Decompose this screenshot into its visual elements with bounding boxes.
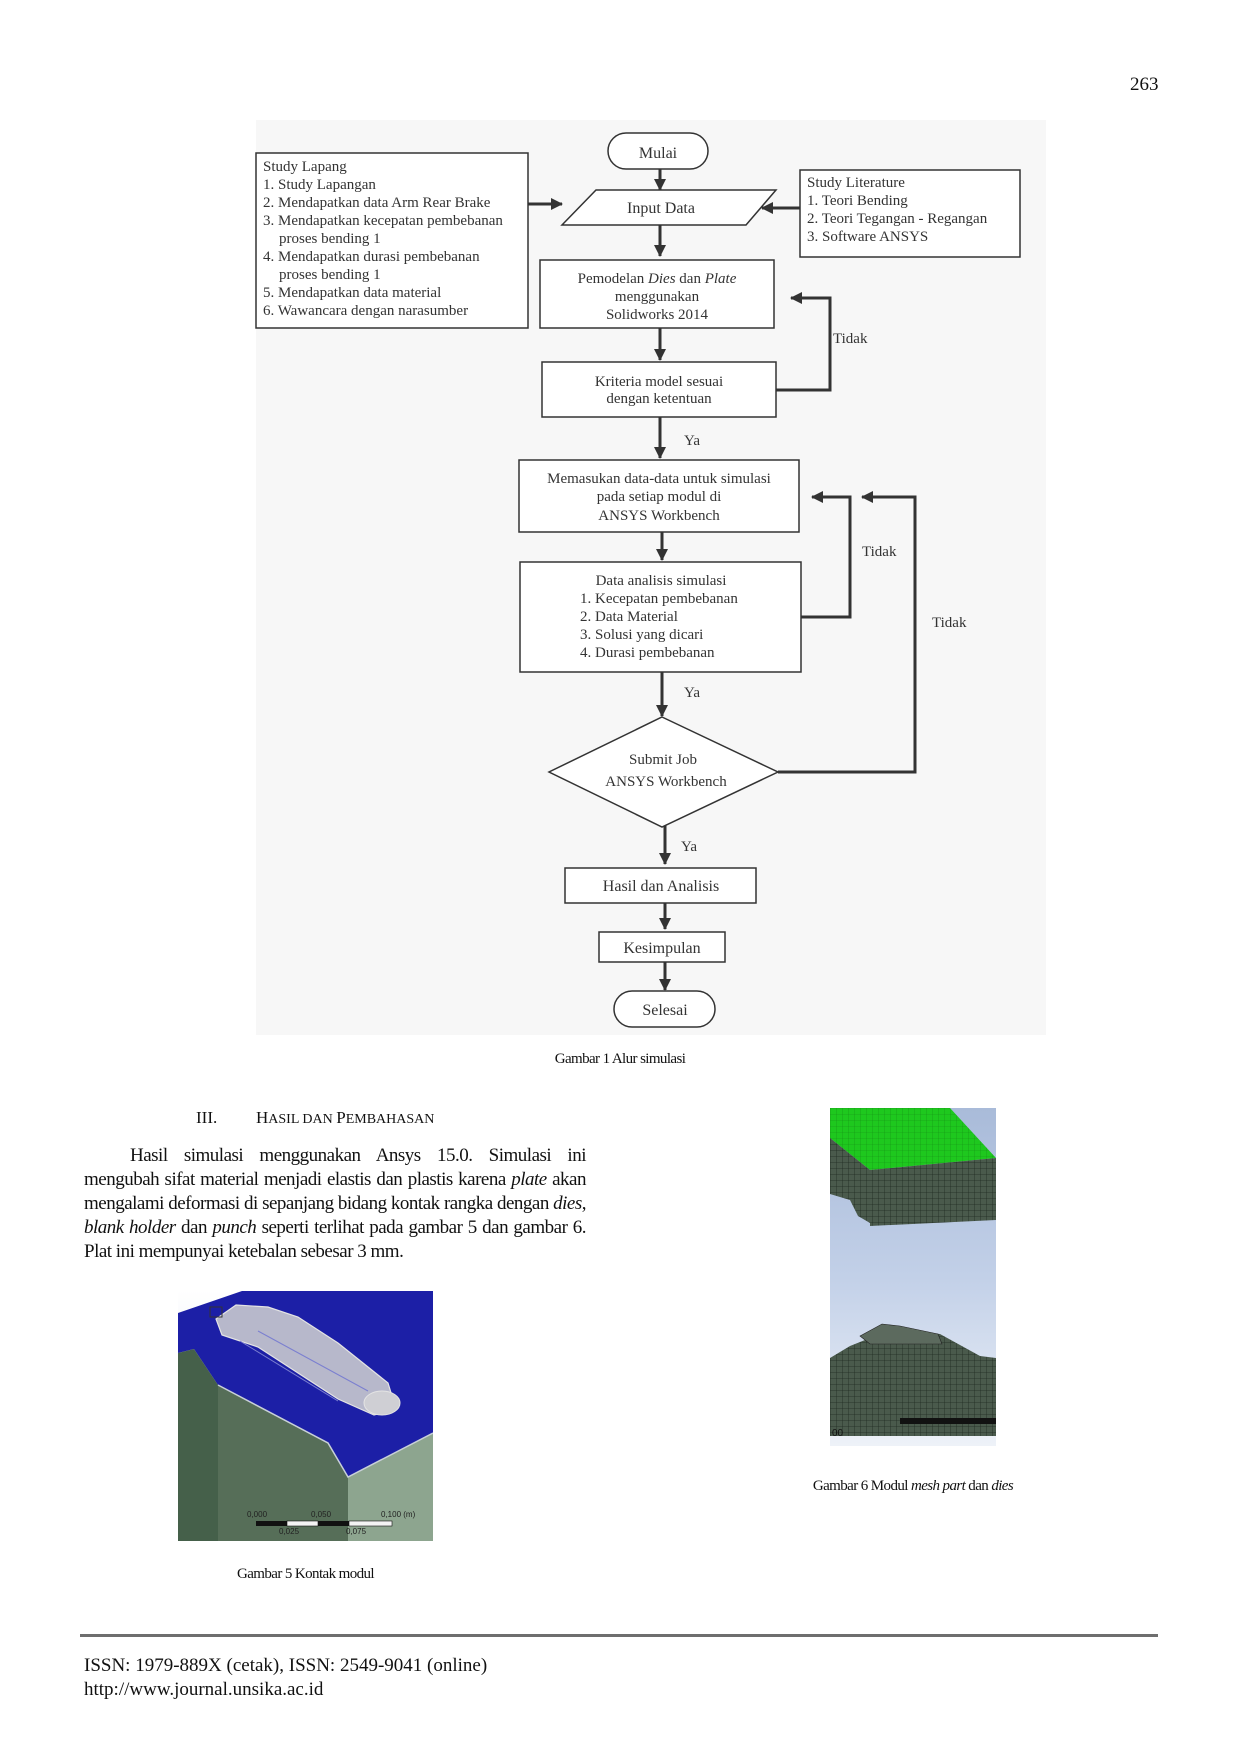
scale-bar-segment	[256, 1521, 287, 1526]
page-number: 263	[1130, 74, 1159, 95]
input-data-parallelogram	[560, 189, 778, 226]
analysis-text: Data analisis simulasi 1. Kecepatan pemb…	[580, 573, 738, 661]
scale-label: 0,050	[311, 1510, 332, 1519]
flowchart-figure: Mulai Input Data Study Lapang 1. Study L…	[255, 132, 1021, 1028]
scale-label: 0,000	[247, 1510, 268, 1519]
svg-text:Kriteria model sesuai: Kriteria model sesuai	[595, 374, 723, 390]
no-label: Tidak	[932, 615, 967, 631]
analysis-title: Data analisis simulasi	[596, 573, 727, 589]
results-label: Hasil dan Analisis	[603, 878, 719, 895]
scale-label: 0,100 (m)	[381, 1510, 416, 1519]
svg-text:ANSYS Workbench: ANSYS Workbench	[598, 508, 720, 524]
conclusion-box	[598, 931, 726, 963]
modeling-box	[539, 259, 775, 329]
study-lapang-title: Study Lapang	[263, 159, 347, 175]
svg-text:Memasukan data-data untuk simu: Memasukan data-data untuk simulasi	[547, 471, 771, 487]
start-terminal	[607, 132, 709, 170]
study-literature-box	[799, 169, 1021, 258]
scale-label: 0,025	[279, 1527, 300, 1536]
flowchart-connectors	[528, 169, 917, 991]
figure-6-mesh-image: 00	[830, 1108, 996, 1446]
study-lapang-item: 3. Mendapatkan kecepatan pembebanan	[263, 213, 503, 229]
conclusion-label: Kesimpulan	[623, 940, 700, 957]
analysis-item: 4. Durasi pembebanan	[580, 645, 715, 661]
input-simulation-box	[518, 459, 800, 533]
study-lapang-item: 4. Mendapatkan durasi pembebanan	[263, 249, 480, 265]
submit-job-text: Submit Job ANSYS Workbench	[605, 752, 727, 790]
study-literature-item: 1. Teori Bending	[807, 193, 908, 209]
figure-5-caption: Gambar 5 Kontak modul	[237, 1566, 375, 1582]
analysis-item: 1. Kecepatan pembebanan	[580, 591, 738, 607]
axis-label: 00	[832, 1428, 844, 1439]
results-box	[564, 867, 757, 904]
svg-text:pada setiap modul di: pada setiap modul di	[597, 489, 722, 505]
analysis-box	[519, 561, 802, 673]
scale-bar-segment	[286, 1520, 319, 1527]
analysis-item: 2. Data Material	[580, 609, 678, 625]
input-simulation-text: Memasukan data-data untuk simulasi pada …	[547, 471, 771, 524]
study-literature-item: 2. Teori Tegangan - Regangan	[807, 211, 988, 227]
footer-issn: ISSN: 1979-889X (cetak), ISSN: 2549-9041…	[84, 1655, 488, 1676]
input-data-label: Input Data	[627, 200, 695, 217]
branch-labels: Ya Ya Ya Tidak Tidak Tidak	[681, 331, 967, 855]
svg-text:dengan ketentuan: dengan ketentuan	[606, 391, 712, 407]
study-lapang-item: proses bending 1	[279, 231, 381, 247]
yes-label: Ya	[684, 433, 700, 449]
svg-text:Submit Job: Submit Job	[629, 752, 697, 768]
figure-6-caption: Gambar 6 Modul mesh part dan dies	[812, 1478, 1014, 1494]
study-lapang-item: 6. Wawancara dengan narasumber	[263, 303, 468, 319]
svg-text:ANSYS Workbench: ANSYS Workbench	[605, 774, 727, 790]
yes-label: Ya	[684, 685, 700, 701]
modeling-text: Pemodelan Dies dan Plate menggunakan Sol…	[578, 271, 737, 323]
scale-bar-segment	[348, 1520, 393, 1527]
modeling-line-1: Pemodelan Dies dan Plate	[578, 271, 737, 287]
footer-divider	[80, 1634, 1158, 1637]
criteria-box	[541, 361, 777, 418]
figure-1-caption: Gambar 1 Alur simulasi	[554, 1051, 686, 1067]
study-lapang-item: 1. Study Lapangan	[263, 177, 376, 193]
footer: ISSN: 1979-889X (cetak), ISSN: 2549-9041…	[84, 1654, 487, 1702]
study-lapang-item: proses bending 1	[279, 267, 381, 283]
section-title: HASIL DAN PEMBAHASAN	[256, 1108, 435, 1127]
study-lapang-box	[255, 152, 529, 329]
end-terminal	[613, 990, 716, 1028]
no-label: Tidak	[862, 544, 897, 560]
end-label: Selesai	[642, 1002, 688, 1019]
no-label: Tidak	[833, 331, 868, 347]
modeling-line-2: menggunakan	[615, 289, 700, 305]
submit-job-diamond	[547, 716, 780, 828]
criteria-text: Kriteria model sesuai dengan ketentuan	[595, 374, 723, 407]
study-lapang-item: 2. Mendapatkan data Arm Rear Brake	[263, 195, 491, 211]
yes-label: Ya	[681, 839, 697, 855]
scale-bar-segment	[318, 1521, 349, 1526]
study-literature-text: Study Literature 1. Teori Bending 2. Teo…	[807, 175, 988, 245]
start-label: Mulai	[639, 145, 678, 162]
study-lapang-item: 5. Mendapatkan data material	[263, 285, 441, 301]
section-paragraph: Hasil simulasi menggunakan Ansys 15.0. S…	[84, 1145, 587, 1262]
study-literature-title: Study Literature	[807, 175, 905, 191]
modeling-line-3: Solidworks 2014	[606, 307, 709, 323]
study-lapang-text: Study Lapang 1. Study Lapangan 2. Mendap…	[263, 159, 503, 319]
figure-5-contact-module-image: 0,000 0,050 0,100 (m) 0,025 0,075	[178, 1291, 433, 1541]
section-number: III.	[196, 1108, 218, 1127]
scale-label: 0,075	[346, 1527, 367, 1536]
analysis-item: 3. Solusi yang dicari	[580, 627, 703, 643]
section-heading: III. HASIL DAN PEMBAHASAN	[196, 1108, 434, 1128]
study-literature-item: 3. Software ANSYS	[807, 229, 928, 245]
footer-url[interactable]: http://www.journal.unsika.ac.id	[84, 1679, 324, 1700]
